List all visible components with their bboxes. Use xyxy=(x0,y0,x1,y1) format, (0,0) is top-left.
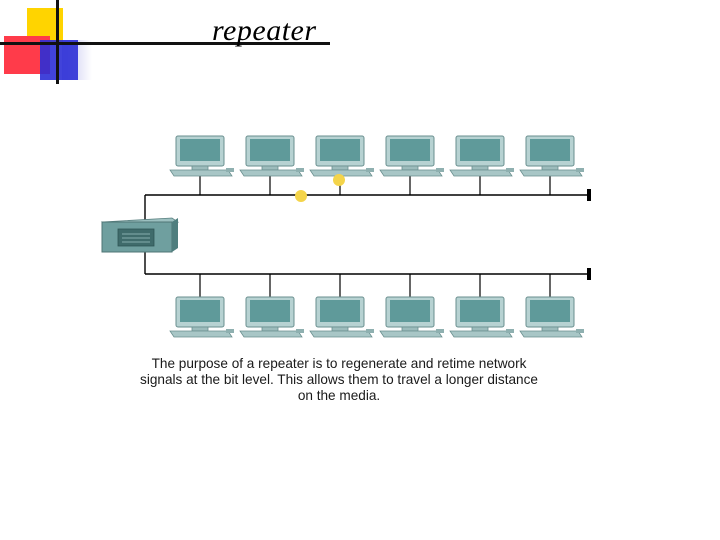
caption-box xyxy=(100,354,570,404)
computer-icon xyxy=(169,296,235,338)
computer-icon xyxy=(169,135,235,177)
top-workstations xyxy=(169,135,585,177)
computer-icon xyxy=(519,296,585,338)
terminator-bottom xyxy=(587,268,591,280)
bottom-drops xyxy=(199,274,551,297)
signal-dot xyxy=(333,174,345,186)
signal-dot xyxy=(295,190,307,202)
top-segment-cable xyxy=(144,189,591,220)
computer-icon xyxy=(379,135,445,177)
repeater-icon xyxy=(100,217,180,253)
computer-icon xyxy=(309,296,375,338)
computer-icon xyxy=(309,135,375,177)
top-drops xyxy=(199,174,551,195)
computer-icon xyxy=(239,296,305,338)
decor-blue-square xyxy=(40,40,78,80)
caption-text: The purpose of a repeater is to regenera… xyxy=(140,356,538,403)
computer-icon xyxy=(449,135,515,177)
computer-icon xyxy=(449,296,515,338)
computer-icon xyxy=(519,135,585,177)
slide-title: repeater xyxy=(212,14,317,47)
computer-icon xyxy=(239,135,305,177)
decor-horizontal-line xyxy=(0,42,330,45)
bottom-workstations xyxy=(169,296,585,338)
terminator-top xyxy=(587,189,591,201)
computer-icon xyxy=(379,296,445,338)
bottom-segment-cable xyxy=(144,252,591,280)
